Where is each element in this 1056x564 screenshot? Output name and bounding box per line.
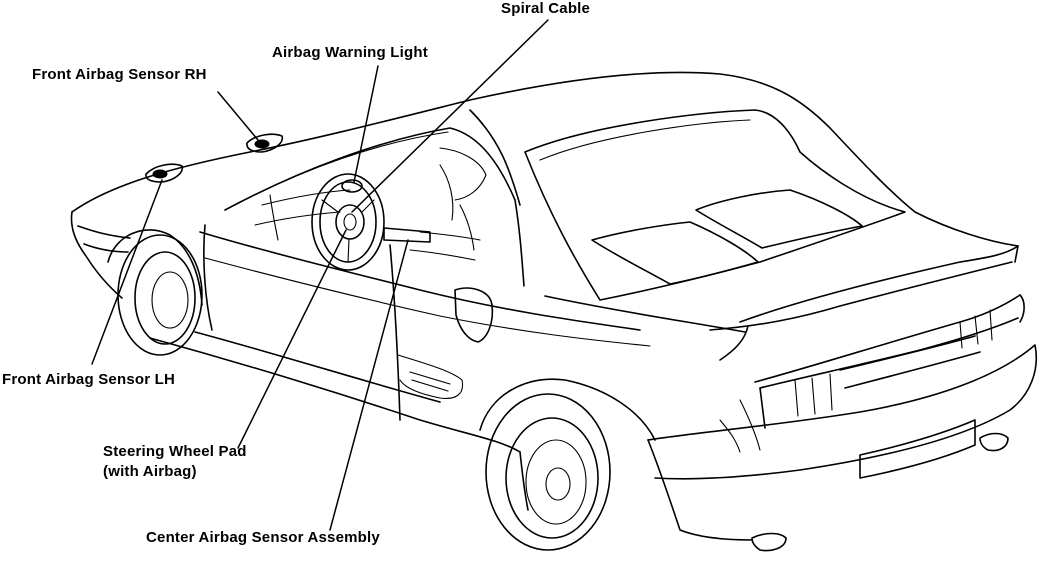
leader-front-airbag-sensor-lh <box>91 179 163 365</box>
car-body <box>70 71 1037 552</box>
leader-center-airbag-sensor-assembly <box>329 239 409 531</box>
leader-steering-wheel-pad <box>237 229 347 449</box>
leader-airbag-warning-light <box>353 65 379 183</box>
leader-front-airbag-sensor-rh <box>217 91 259 141</box>
rear-wheel <box>485 393 611 551</box>
airbag-warning-light-icon <box>341 179 363 193</box>
steering-wheel <box>311 173 385 271</box>
label-front-airbag-sensor-rh: Front Airbag Sensor RH <box>32 66 207 83</box>
label-steering-wheel-pad-note: (with Airbag) <box>103 463 197 480</box>
front-wheel <box>117 234 203 356</box>
front-airbag-sensor-lh-icon <box>145 163 184 183</box>
leader-lines <box>91 19 549 531</box>
label-spiral-cable: Spiral Cable <box>501 0 591 17</box>
front-airbag-sensor-rh-icon <box>246 133 284 153</box>
interior <box>254 147 487 261</box>
label-steering-wheel-pad: Steering Wheel Pad <box>103 443 247 460</box>
label-center-airbag-sensor-assembly: Center Airbag Sensor Assembly <box>146 529 380 546</box>
leader-spiral-cable <box>351 19 549 213</box>
label-front-airbag-sensor-lh: Front Airbag Sensor LH <box>2 371 176 388</box>
label-airbag-warning-light: Airbag Warning Light <box>272 44 428 61</box>
